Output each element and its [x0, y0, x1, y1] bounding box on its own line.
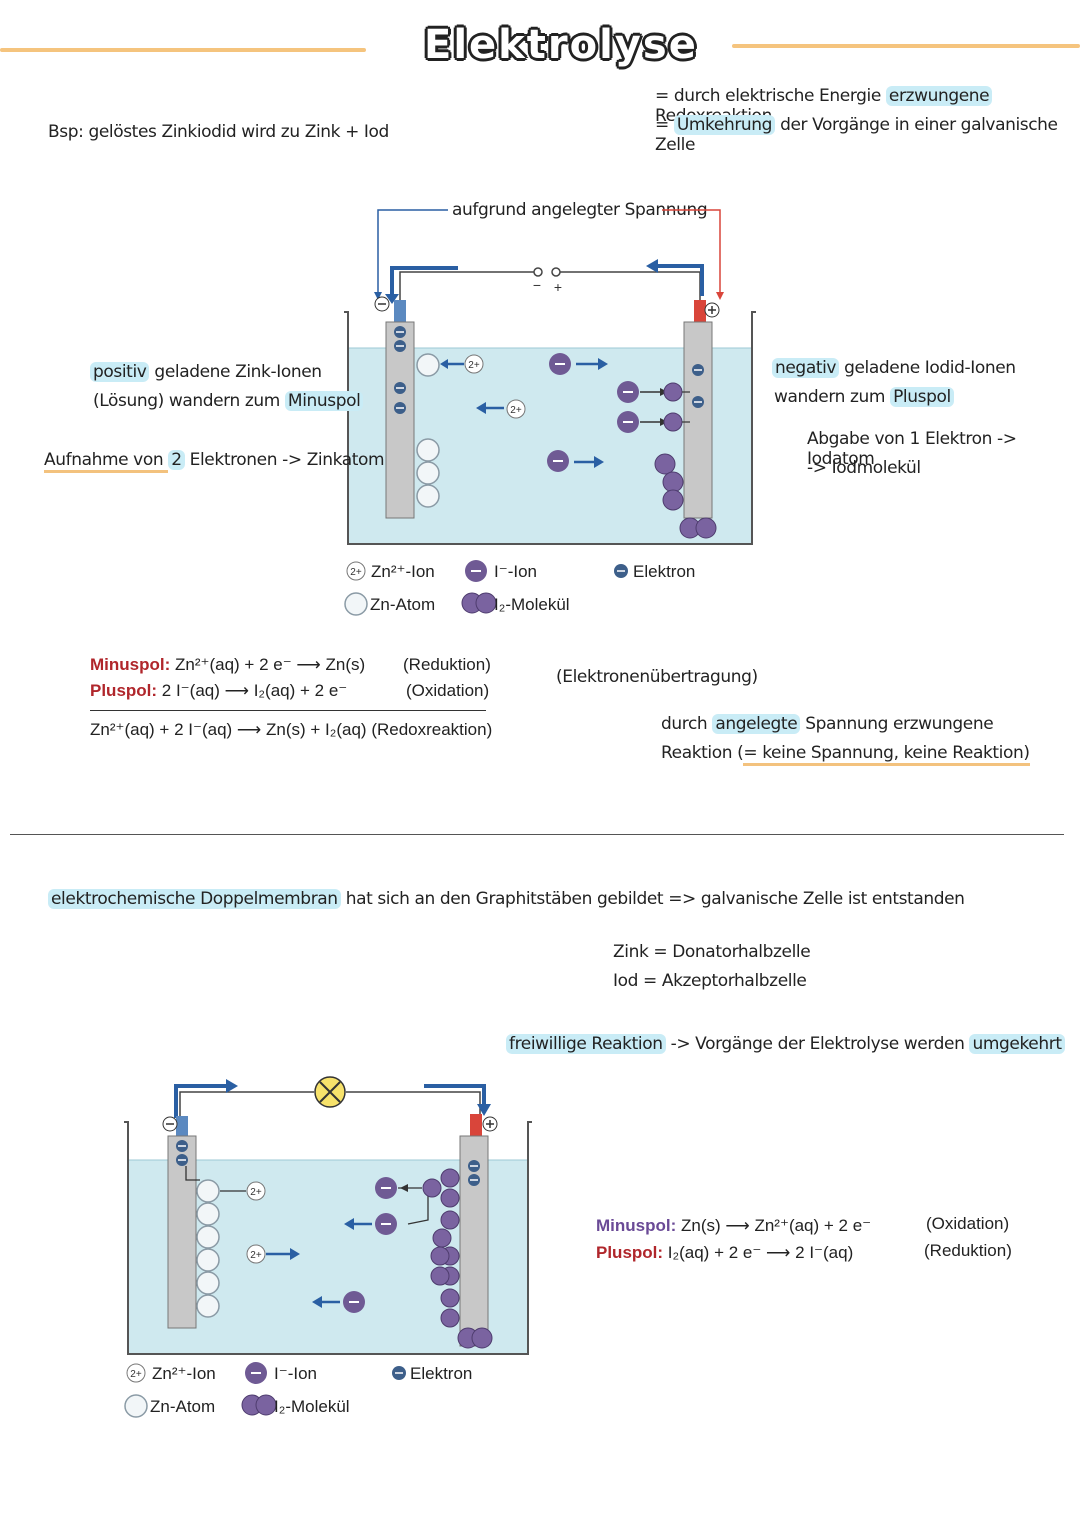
zn-ions: 2+ 2+ — [440, 354, 526, 419]
svg-text:2+: 2+ — [468, 360, 480, 371]
graphite-electrode-plus — [683, 321, 713, 519]
zn-atoms — [196, 1179, 220, 1318]
equation-plus-2-type: (Reduktion) — [924, 1241, 1012, 1260]
wire-to-minus — [377, 209, 448, 300]
legend-1-electron: Elektron — [633, 562, 696, 581]
legend-2-zn-ion: Zn²⁺-Ion — [152, 1364, 216, 1383]
equation-plus-1-type: (Oxidation) — [406, 681, 490, 700]
electron-release-note-2: -> Iodmolekül — [807, 458, 921, 478]
circuit-wire — [399, 271, 701, 300]
equation-minus-1-type: (Reduktion) — [403, 655, 491, 674]
legend-1-zn-ion: Zn²⁺-Ion — [371, 562, 435, 581]
zinc-pole-cap — [394, 300, 406, 322]
iodine-atoms — [422, 1168, 493, 1349]
example-text: Bsp: gelöstes Zinkiodid wird zu Zink + I… — [48, 122, 389, 142]
halfcell-zinc: Zink = Donatorhalbzelle — [613, 942, 811, 962]
legend-1-i-ion: I⁻-Ion — [494, 562, 537, 581]
electron-flow-arrow-left — [174, 1084, 228, 1118]
equation-minus-2: Minuspol: Zn(s) ⟶ Zn²⁺(aq) + 2 e⁻ — [596, 1216, 872, 1235]
legend-2-symbols: 2+ — [124, 1362, 406, 1418]
legend-2-i2: I₂-Molekül — [274, 1397, 350, 1416]
electron-flow-arrow-right — [424, 1084, 486, 1106]
svg-text:2+: 2+ — [510, 405, 522, 416]
beaker — [124, 1121, 532, 1355]
graphite-electrode-minus — [385, 321, 415, 519]
zinc-pole-cap — [176, 1116, 188, 1136]
electron-uptake-note: Aufnahme von 2 Elektronen -> Zinkatom — [44, 450, 385, 473]
iodine-atoms — [654, 382, 717, 539]
electrons-plus — [692, 364, 704, 408]
forced-note-2: Reaktion (= keine Spannung, keine Reakti… — [661, 743, 1030, 766]
forced-note-1: durch angelegte Spannung erzwungene — [661, 714, 994, 734]
iodide-note-2: wandern zum Pluspol — [774, 387, 954, 407]
electrons-plus — [468, 1160, 480, 1186]
iodine-pole-cap — [694, 300, 706, 322]
section-divider — [10, 834, 1064, 835]
electrons-minus — [176, 1140, 188, 1166]
svg-text:2+: 2+ — [350, 567, 362, 578]
page-title: Elektrolyse — [424, 22, 698, 68]
equation-minus-2-type: (Oxidation) — [926, 1214, 1010, 1233]
electrons-minus — [394, 326, 406, 414]
galvanic-cell-diagram: 2+ 2+ — [124, 1076, 532, 1355]
header-line-left — [0, 48, 366, 52]
svg-text:−: − — [533, 277, 541, 293]
voluntary-note: freiwillige Reaktion -> Vorgänge der Ele… — [506, 1034, 1065, 1054]
svg-text:2+: 2+ — [250, 1187, 262, 1198]
equation-plus-2: Pluspol: I₂(aq) + 2 e⁻ ⟶ 2 I⁻(aq) — [596, 1243, 854, 1262]
voltage-label: aufgrund angelegter Spannung — [452, 200, 708, 220]
zn-ion-note-2: (Lösung) wandern zum Minuspol — [93, 391, 364, 411]
header-line-right — [732, 44, 1080, 48]
terminal-minus — [533, 267, 543, 277]
svg-text:2+: 2+ — [250, 1250, 262, 1261]
iodide-ions — [547, 353, 668, 472]
wire-to-plus — [662, 209, 721, 298]
electron-release-note-1: Abgabe von 1 Elektron -> Iodatom — [807, 429, 1017, 469]
legend-2-i-ion: I⁻-Ion — [274, 1364, 317, 1383]
legend-2-electron: Elektron — [410, 1364, 473, 1383]
electron-flow-arrow-left — [390, 266, 458, 296]
iodide-ions — [312, 1177, 429, 1313]
iodine-pole-cap — [470, 1114, 482, 1136]
equation-sum: Zn²⁺(aq) + 2 I⁻(aq) ⟶ Zn(s) + I₂(aq) (Re… — [90, 720, 493, 739]
equation-plus-1: Pluspol: 2 I⁻(aq) ⟶ I₂(aq) + 2 e⁻ — [90, 681, 348, 700]
svg-text:+: + — [554, 279, 562, 295]
legend-1-i2: I₂-Molekül — [494, 595, 570, 614]
zn-ion-note-1: positiv geladene Zink-Ionen — [90, 362, 322, 382]
wire-arrow-minus-icon — [374, 292, 382, 300]
graphite-electrode-minus — [167, 1135, 197, 1329]
wire-arrow-plus-icon — [716, 292, 724, 300]
definition-line-2: = Umkehrung der Vorgänge in einer galvan… — [655, 115, 1058, 155]
legend-1-zn-atom: Zn-Atom — [370, 595, 436, 614]
membrane-note: elektrochemische Doppelmembran hat sich … — [48, 889, 965, 909]
svg-text:2+: 2+ — [130, 1369, 142, 1380]
electron-flow-arrow-right — [656, 264, 704, 296]
equation-minus-1: Minuspol: Zn²⁺(aq) + 2 e⁻ ⟶ Zn(s) — [90, 655, 366, 674]
transfer-note: (Elektronenübertragung) — [556, 667, 758, 687]
legend-1-symbols: 2+ — [344, 560, 628, 616]
electrolysis-diagram: 2+ 2+ − + — [344, 209, 756, 545]
zn-atoms — [416, 353, 440, 508]
halfcell-iodine: Iod = Akzeptorhalbzelle — [613, 971, 807, 991]
iodide-note-1: negativ geladene Iodid-Ionen — [772, 358, 1016, 378]
beaker — [344, 311, 756, 545]
terminal-plus — [551, 267, 561, 277]
graphite-electrode-plus — [459, 1135, 489, 1347]
legend-2-zn-atom: Zn-Atom — [150, 1397, 216, 1416]
zn-ions: 2+ 2+ — [220, 1181, 300, 1264]
equation-sum-line — [90, 710, 486, 711]
